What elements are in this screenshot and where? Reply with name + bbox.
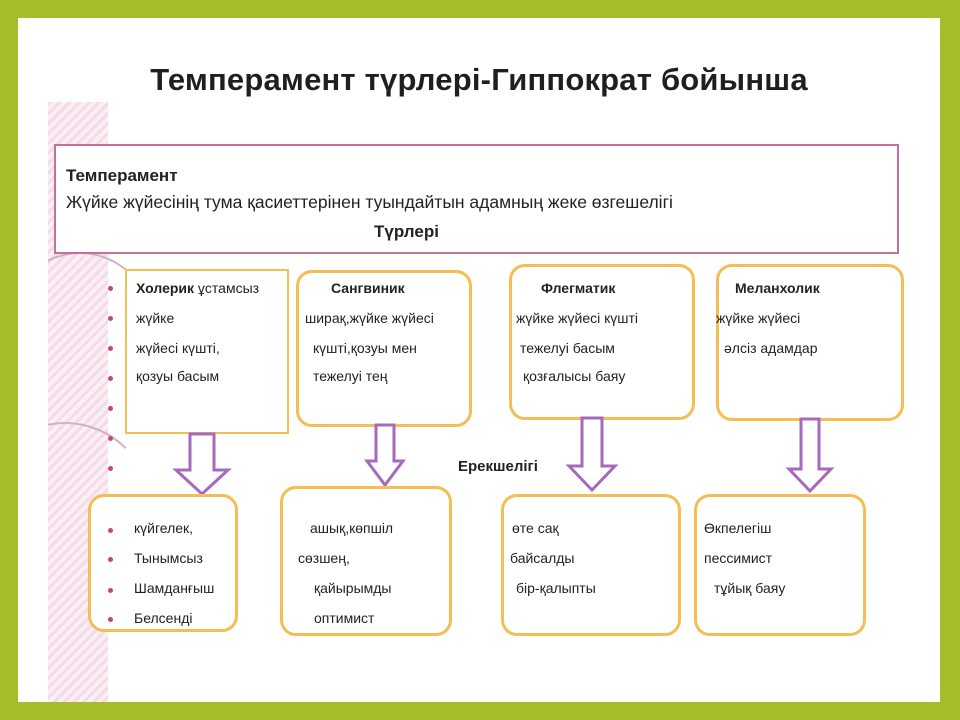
bullet-dot [108, 346, 113, 351]
feature-line: оптимист [314, 610, 375, 626]
type-name-melancholic: Меланхолик [735, 280, 820, 296]
type-desc-line: жүйке [136, 310, 175, 326]
feature-line: қайырымды [314, 580, 392, 596]
bullet-dot [108, 617, 113, 622]
feature-line: пессимист [704, 550, 773, 566]
type-desc-line: жүйке жүйесі [716, 310, 801, 326]
type-desc-line: ширақ,жүйке жүйесі [305, 310, 434, 326]
type-name-choleric: Холерик ұстамсыз [136, 280, 260, 296]
down-arrow-icon [565, 416, 619, 493]
types-heading: Түрлері [374, 222, 439, 241]
feature-line: Белсенді [134, 610, 193, 626]
type-desc-line: қозғалысы баяу [523, 368, 626, 384]
bullet-dot [108, 286, 113, 291]
feature-line: тұйық баяу [714, 580, 786, 596]
type-box-melancholic [716, 264, 904, 421]
type-desc-line: жүйесі күшті, [136, 340, 220, 356]
type-desc-line: тежелуі тең [313, 368, 388, 384]
feature-line: байсалды [510, 550, 575, 566]
slide: Темперамент түрлері-Гиппократ бойынша Те… [18, 18, 940, 702]
type-desc-line: тежелуі басым [520, 340, 615, 356]
feature-line: ашық,көпшіл [310, 520, 394, 536]
type-desc-line: жүйке жүйесі күшті [516, 310, 638, 326]
features-box-melancholic [694, 494, 866, 636]
features-box-choleric [88, 494, 238, 632]
bullet-dot [108, 528, 113, 533]
feature-line: сөзшең, [298, 550, 350, 566]
bullet-dot [108, 436, 113, 441]
feature-line: Өкпелегіш [704, 520, 772, 536]
slide-title: Темперамент түрлері-Гиппократ бойынша [150, 62, 808, 97]
feature-line: өте сақ [512, 520, 559, 536]
content-area: Темперамент Жүйке жүйесінің тума қасиетт… [48, 102, 940, 702]
type-box-phlegmatic [509, 264, 695, 420]
bullet-dot [108, 466, 113, 471]
down-arrow-icon [364, 423, 406, 488]
features-heading: Ерекшелігі [458, 458, 538, 475]
bullet-dot [108, 376, 113, 381]
definition-box: Темперамент Жүйке жүйесінің тума қасиетт… [54, 144, 899, 254]
feature-line: бір-қалыпты [516, 580, 596, 596]
feature-line: күйгелек, [134, 520, 194, 536]
type-name-sanguine: Сангвиник [331, 280, 405, 296]
down-arrow-icon [785, 417, 835, 494]
definition-text: Жүйке жүйесінің тума қасиеттерінен туынд… [66, 192, 673, 212]
bullet-dot [108, 316, 113, 321]
type-box-sanguine [296, 270, 472, 427]
type-desc-line: күшті,қозуы мен [313, 340, 417, 356]
features-box-sanguine [280, 486, 452, 636]
features-box-phlegmatic [501, 494, 681, 636]
definition-heading: Темперамент [66, 166, 178, 185]
feature-line: Тынымсыз [134, 550, 203, 566]
bullet-dot [108, 557, 113, 562]
type-name-phlegmatic: Флегматик [541, 280, 616, 296]
type-box-choleric [125, 269, 289, 434]
type-desc-line: әлсіз адамдар [724, 340, 818, 356]
bullet-dot [108, 406, 113, 411]
feature-line: Шамданғыш [134, 580, 215, 596]
bullet-dot [108, 588, 113, 593]
down-arrow-icon [172, 432, 232, 497]
type-desc-line: қозуы басым [136, 368, 220, 384]
